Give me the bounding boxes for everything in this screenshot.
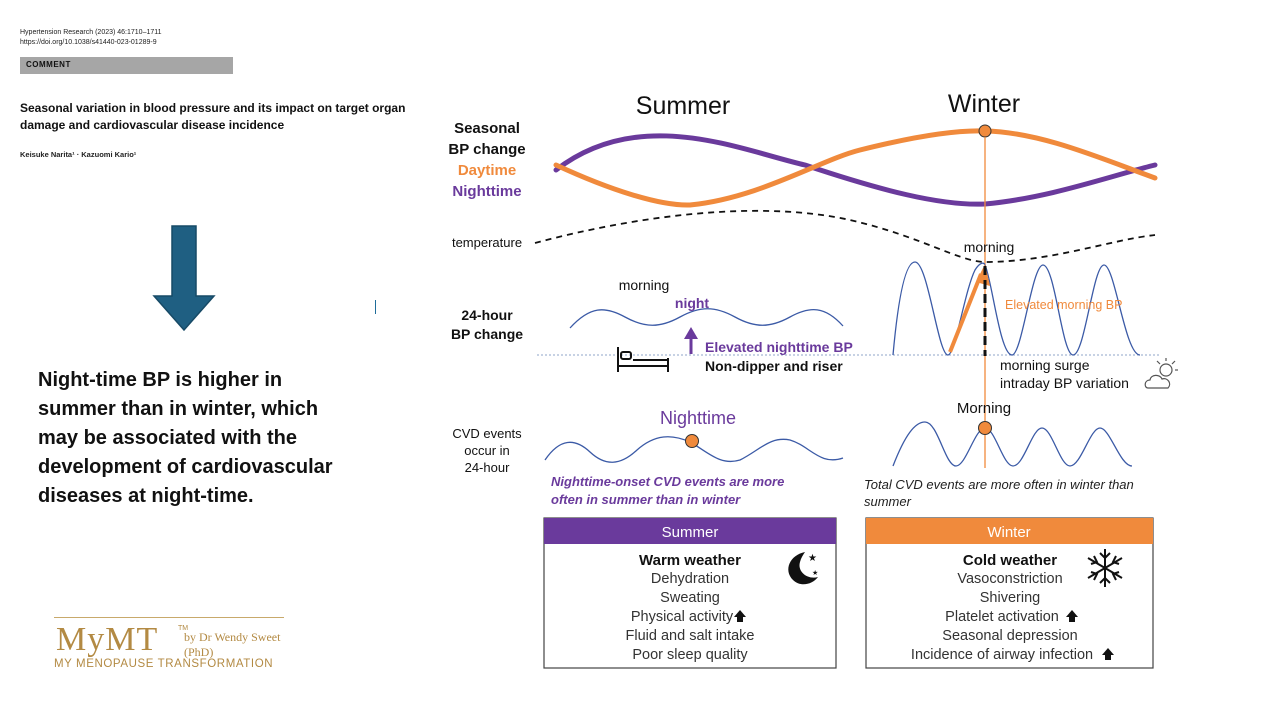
legend-nighttime: Nighttime [452, 183, 521, 200]
daytime-bp-curve [553, 128, 1158, 208]
svg-text:★: ★ [808, 553, 817, 564]
note-winter-line-2: summer [864, 494, 912, 509]
winter-item-3: Platelet activation [945, 609, 1059, 625]
paper-authors: Keisuke Narita¹ · Kazuomi Kario¹ [20, 150, 137, 159]
winter-24h-wave [892, 261, 1141, 356]
nighttime-bp-curve [553, 133, 1158, 207]
label-elevated-morning: Elevated morning BP [1005, 298, 1122, 312]
summer-box-header: Summer [662, 524, 719, 541]
logo-rule [54, 617, 284, 618]
winter-item-4: Seasonal depression [942, 628, 1077, 644]
season-summer-label: Summer [636, 92, 730, 120]
row-cvd-label-2: occur in [464, 443, 510, 458]
winter-cvd-wave [892, 421, 1133, 467]
winter-peak-marker [978, 124, 992, 138]
winter-cvd-marker [978, 421, 992, 435]
bed-icon [617, 347, 669, 372]
label-nondipper: Non-dipper and riser [705, 358, 843, 374]
winter-item-1: Vasoconstriction [957, 571, 1062, 587]
summer-box: Summer Warm weather Dehydration Sweating… [543, 517, 837, 669]
logo-wordmark: MyMT [56, 621, 159, 658]
svg-text:★: ★ [812, 569, 818, 577]
nighttime-up-arrow-head [684, 327, 698, 339]
summer-item-5: Poor sleep quality [632, 647, 748, 663]
snowflake-icon [1087, 549, 1123, 587]
logo-subtitle: MY MENOPAUSE TRANSFORMATION [54, 658, 274, 670]
section-tag-label: COMMENT [26, 60, 71, 69]
temperature-curve [534, 209, 1156, 263]
mymt-logo: MyMT TM by Dr Wendy Sweet (PhD) MY MENOP… [54, 615, 286, 677]
row-cvd-label-1: CVD events [452, 426, 522, 441]
winter-box: Winter Cold weather Vasoconstriction Shi… [865, 517, 1154, 669]
logo-trademark: TM [178, 625, 189, 632]
moon-icon: ★ ★ [788, 552, 818, 585]
summer-item-4: Fluid and salt intake [626, 628, 755, 644]
summer-24h-wave [569, 308, 844, 329]
winter-box-header: Winter [987, 524, 1030, 541]
note-winter-line-1: Total CVD events are more often in winte… [864, 477, 1134, 492]
sun-cloud-icon [1144, 358, 1178, 389]
section-tag: COMMENT [20, 57, 233, 74]
journal-citation: Hypertension Research (2023) 46:1710–171… [20, 28, 162, 48]
note-summer-line-1: Nighttime-onset CVD events are more [551, 474, 784, 489]
note-summer-line-2: often in summer than in winter [551, 492, 741, 507]
journal-line: Hypertension Research (2023) 46:1710–171… [20, 29, 162, 36]
label-night: night [675, 295, 710, 311]
row-cvd-label-3: 24-hour [465, 460, 510, 475]
up-arrow-icon [1066, 610, 1078, 622]
label-morning-cvd: Morning [957, 400, 1011, 417]
up-arrow-icon [734, 610, 746, 622]
winter-box-heading: Cold weather [963, 552, 1057, 569]
row-seasonal-label-1: Seasonal [454, 120, 520, 137]
text-cursor-mark [375, 300, 376, 314]
label-elevated-nighttime: Elevated nighttime BP [705, 339, 853, 355]
label-morning-surge: morning surge [1000, 357, 1090, 373]
summer-item-2: Sweating [660, 590, 720, 606]
row-seasonal-label-2: BP change [448, 141, 525, 158]
row-24h-label-1: 24-hour [461, 307, 513, 323]
winter-item-5: Incidence of airway infection [911, 647, 1093, 663]
label-morning-winter: morning [964, 239, 1015, 255]
winter-item-2: Shivering [980, 590, 1040, 606]
up-arrow-icon [1102, 648, 1114, 660]
summary-text: Night-time BP is higher in summer than i… [38, 369, 333, 507]
row-temperature-label: temperature [452, 235, 522, 250]
summer-box-heading: Warm weather [639, 552, 741, 569]
summer-cvd-marker [685, 434, 699, 448]
paper-title: Seasonal variation in blood pressure and… [20, 101, 406, 132]
label-morning-summer: morning [619, 277, 670, 293]
doi-line[interactable]: https://doi.org/10.1038/s41440-023-01289… [20, 39, 157, 46]
row-24h-label-2: BP change [451, 326, 523, 342]
logo-byline: by Dr Wendy Sweet (PhD) [184, 630, 281, 659]
morning-surge-arrow [948, 273, 983, 353]
summer-item-1: Dehydration [651, 571, 729, 587]
season-winter-label: Winter [948, 90, 1020, 118]
legend-daytime: Daytime [458, 162, 516, 179]
label-nighttime-cvd: Nighttime [660, 408, 736, 428]
down-arrow-icon [152, 225, 216, 332]
label-intraday: intraday BP variation [1000, 375, 1129, 391]
summer-item-3: Physical activity [631, 609, 734, 625]
